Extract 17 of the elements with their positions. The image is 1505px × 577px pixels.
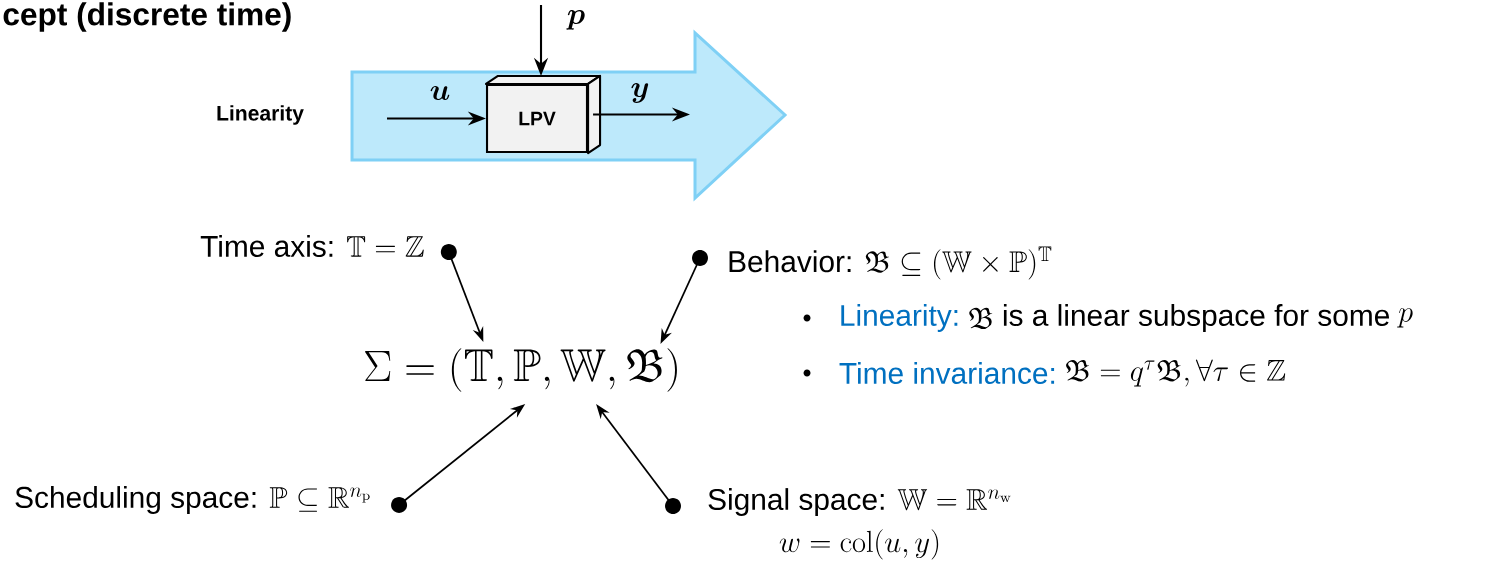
annotation-text: Time axis: $\mathbb{T} = \mathbb{Z}$ [200, 235, 424, 257]
annotation-text: Scheduling space: $\mathbb{P} \subseteq \mathbb{R}^{n_{\mathrm{p}}}$ [15, 486, 370, 514]
annotation-text: Behavior: $\mathfrak{B} \subseteq (\mathbb{W} \times \mathbb{P})^{\mathbb{T}}$ [729, 246, 1052, 280]
annotation-text: Signal space: $\mathbb{W} = \mathbb{R}^{n_{\mathrm{w}}}$ $w = \mathrm{col}(u, y)$ [708, 488, 1011, 560]
formula: $\mathfrak{B}$ [969, 307, 993, 330]
bullet-heading: Time invariance: [839, 362, 1055, 384]
bullet-heading: Linearity: [841, 304, 958, 332]
formula: $p$ [1397, 308, 1413, 328]
edge-label: $\boldsymbol{u}$ [430, 86, 450, 100]
side-label: Linearity [217, 105, 304, 125]
bullet-text: is a linear subspace for some [1003, 304, 1389, 332]
system-formula: $\Sigma = (\mathbb{T}, \mathbb{P}, \mathbb{W}, \mathfrak{B})$ [365, 348, 677, 392]
title: cept (discrete time) [3, 2, 291, 32]
edge-label: $\boldsymbol{p}$ [566, 10, 585, 30]
formula: $\mathfrak{B} = q^{\tau}\mathfrak{B}, \forall \tau \in \mathbb{Z}$ [1066, 359, 1286, 387]
lpv-block: LPV [484, 74, 602, 155]
edge-label: $\boldsymbol{y}$ [631, 83, 649, 103]
